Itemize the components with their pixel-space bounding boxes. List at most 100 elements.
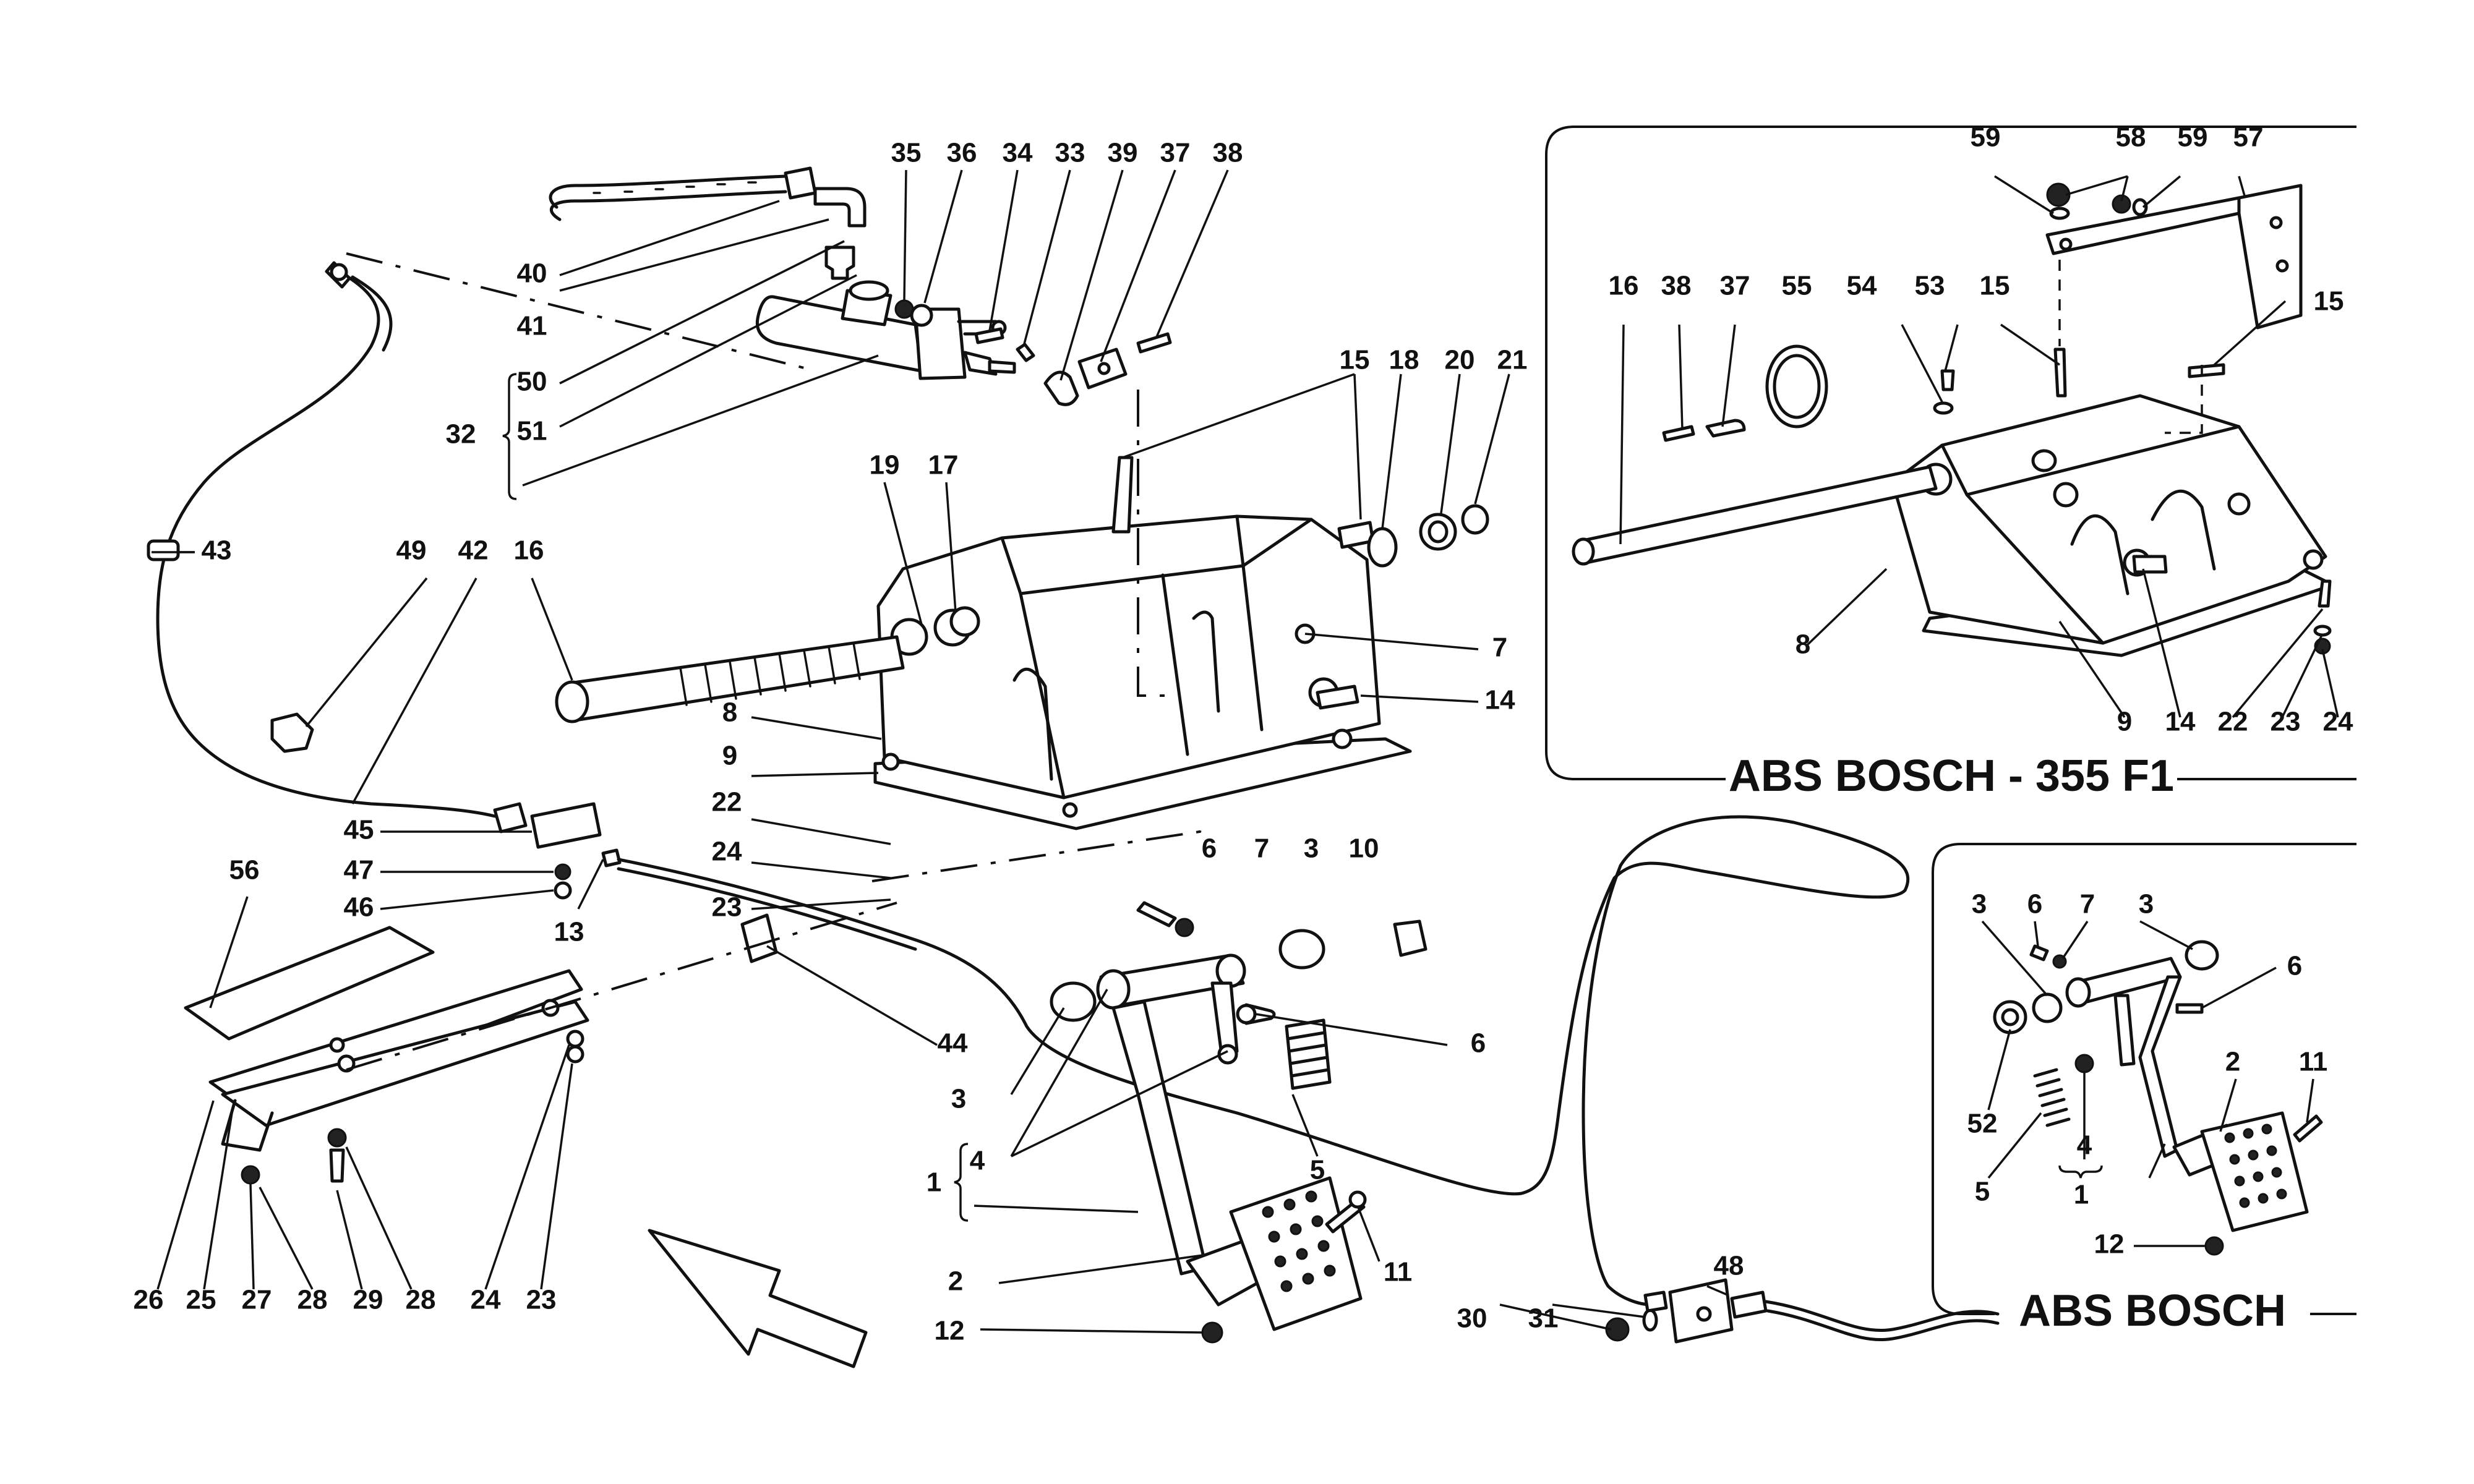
stud-15 (1111, 456, 1134, 534)
panel-title-abs: ABS BOSCH (2019, 1286, 2286, 1336)
f1-shaft (1572, 465, 1938, 566)
f1-callout-38: 38 (1661, 271, 1692, 301)
f1-washer-54 (1933, 401, 1954, 415)
pin-38 (1136, 332, 1172, 354)
callout-50: 50 (517, 367, 547, 397)
pedal-pad-holes (1262, 1190, 1336, 1292)
callouts-abs: 3 6 7 3 6 52 2 11 5 4 1 12 (1967, 889, 2328, 1260)
nut-28 (327, 1128, 347, 1148)
clip-44 (740, 913, 778, 963)
callout-51: 51 (517, 416, 547, 446)
f1-callout-53: 53 (1915, 271, 1945, 301)
callout-4: 4 (970, 1146, 985, 1176)
callout-22: 22 (712, 787, 742, 817)
washer-24 (566, 1030, 584, 1048)
callout-27: 27 (242, 1285, 272, 1315)
callout-20: 20 (1445, 345, 1475, 375)
nut-23 (566, 1045, 584, 1064)
abs-callout-3b: 3 (2139, 889, 2154, 919)
callout-48: 48 (1714, 1251, 1744, 1281)
callout-14: 14 (1485, 685, 1515, 715)
callout-47: 47 (344, 855, 374, 885)
pedal-shaft (555, 635, 905, 723)
callout-25: 25 (186, 1285, 216, 1315)
f1-callout-15a: 15 (1980, 271, 2010, 301)
callout-29: 29 (353, 1285, 383, 1315)
pedal-pad-2 (1229, 1176, 1363, 1331)
callout-16: 16 (514, 535, 544, 566)
callout-15: 15 (1340, 345, 1370, 375)
circlip-21 (1461, 504, 1489, 535)
callouts-main: 40 41 50 51 32 35 36 34 33 39 37 38 15 1… (134, 138, 1744, 1346)
abs-bolt-6a (2029, 944, 2049, 962)
f1-stud-15a (2053, 348, 2067, 398)
callout-18: 18 (1389, 345, 1419, 375)
callout-45: 45 (344, 815, 374, 845)
bolt-34 (974, 327, 1004, 344)
f1-bracket-57 (2045, 184, 2303, 330)
footrest (184, 926, 589, 1185)
callout-5: 5 (1310, 1155, 1325, 1185)
callout-24a: 24 (712, 837, 742, 867)
f1-pin-38 (1662, 425, 1695, 442)
callout-38: 38 (1213, 138, 1243, 168)
master-cylinder (755, 280, 1016, 380)
abs-callout-2: 2 (2225, 1047, 2240, 1077)
f1-callout-37: 37 (1720, 271, 1750, 301)
abs-pedal-pad-2 (2200, 1111, 2309, 1232)
abs-spring-5 (2033, 1068, 2071, 1127)
clutch-pipe-left (147, 261, 497, 818)
callout-46: 46 (344, 892, 374, 923)
callout-7a: 7 (1492, 633, 1507, 663)
callout-19: 19 (870, 450, 900, 480)
callout-7b: 7 (1254, 834, 1269, 864)
callout-30: 30 (1457, 1303, 1487, 1334)
f1-callout-14: 14 (2165, 707, 2196, 737)
abs-callout-52: 52 (1967, 1109, 1998, 1139)
f1-callout-24: 24 (2323, 707, 2353, 737)
abs-callout-12: 12 (2094, 1229, 2125, 1260)
callout-28b: 28 (406, 1285, 436, 1315)
callout-37: 37 (1160, 138, 1191, 168)
f1-callout-22: 22 (2218, 707, 2248, 737)
f1-stud-22 (2318, 579, 2332, 608)
nut-27 (241, 1165, 260, 1185)
clutch-pedal (1050, 901, 1367, 1344)
abs-nut-12 (2204, 1236, 2224, 1256)
f1-small-parts (1662, 182, 2332, 655)
f1-callout-16: 16 (1609, 271, 1639, 301)
bushing-3b (1278, 929, 1325, 970)
callout-23a: 23 (712, 892, 742, 923)
nut-7 (1175, 918, 1194, 937)
nut-33 (1016, 343, 1035, 362)
callout-13: 13 (554, 917, 584, 947)
pedal-box-housing (873, 456, 1412, 830)
junction-block-45 (530, 802, 602, 849)
washer-36 (910, 304, 933, 327)
callout-9: 9 (722, 741, 737, 771)
callout-40: 40 (517, 258, 547, 289)
footrest-pad-56 (184, 926, 435, 1041)
reservoir-hose (549, 166, 867, 280)
callout-44: 44 (938, 1028, 968, 1059)
abs-callout-3a: 3 (1972, 889, 1987, 919)
bushing-set (1337, 504, 1489, 568)
callout-49: 49 (396, 535, 427, 566)
panel-title-f1: ABS BOSCH - 355 F1 (1729, 751, 2174, 801)
abs-callout-4: 4 (2077, 1130, 2092, 1161)
abs-nut-4 (2074, 1054, 2094, 1073)
abs-pedal (1993, 940, 2323, 1256)
clip-49 (270, 712, 314, 753)
pushrod-parts (974, 327, 1172, 406)
callout-3b: 3 (951, 1084, 966, 1114)
abs-callout-11: 11 (2299, 1047, 2328, 1077)
callout-1: 1 (927, 1167, 941, 1198)
elbow-fitting (813, 187, 867, 228)
f1-nut-58b (2112, 194, 2131, 214)
f1-callout-15b: 15 (2314, 286, 2344, 317)
f1-callout-9: 9 (2117, 707, 2132, 737)
callout-3a: 3 (1304, 834, 1319, 864)
callout-8: 8 (722, 697, 737, 728)
callouts-f1: 59 58 59 57 16 38 37 55 54 53 15 15 8 9 … (1609, 122, 2353, 737)
